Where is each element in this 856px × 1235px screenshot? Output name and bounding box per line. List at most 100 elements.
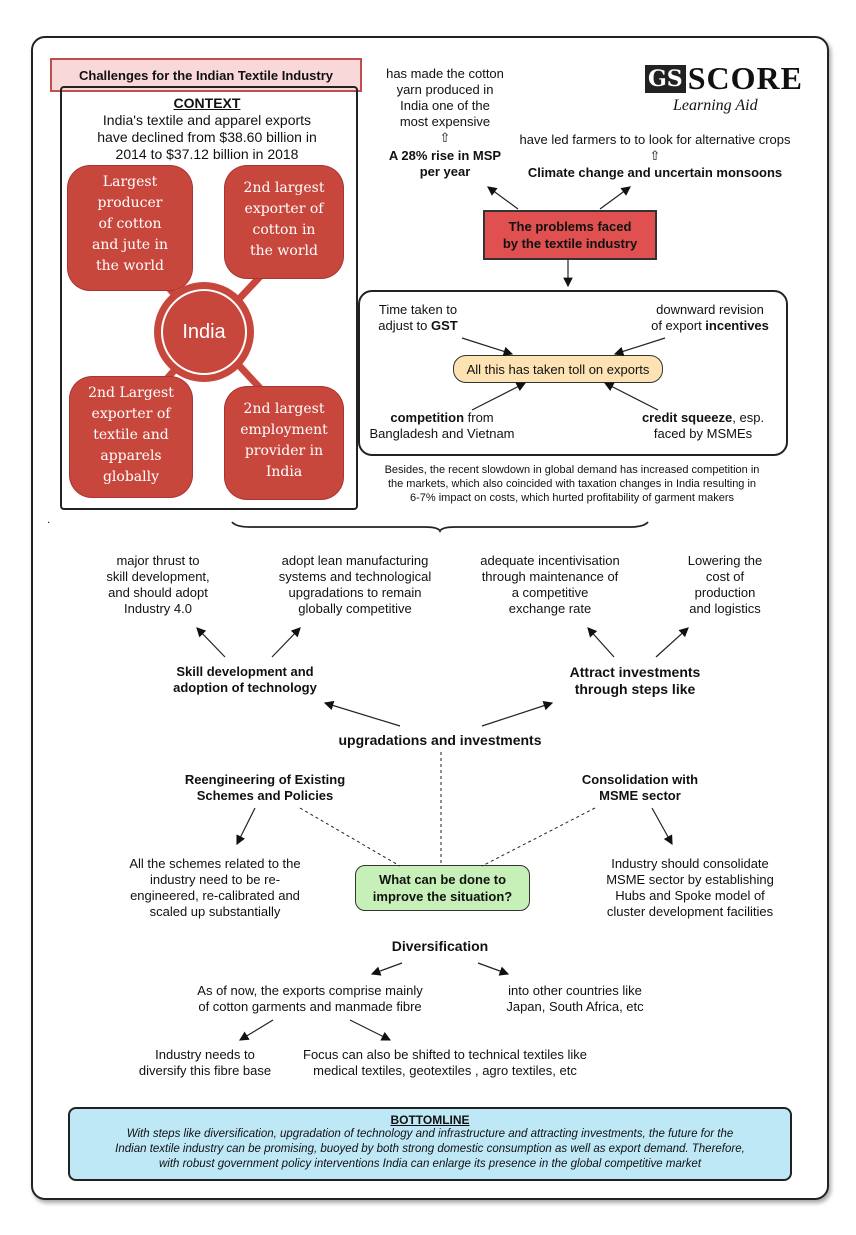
text-line: cost of (705, 569, 745, 584)
climate-cause: Climate change and uncertain monsoons (527, 165, 783, 180)
dashed-link (299, 807, 401, 867)
text-line: industry need to be re- (149, 872, 281, 887)
stray-dot: . (47, 512, 51, 526)
text-line: Focus can also be shifted to technical t… (303, 1047, 587, 1062)
arrow (238, 1019, 274, 1041)
text-line: India one of the (400, 98, 490, 113)
diversification-technical: Focus can also be shifted to technical t… (280, 1047, 610, 1079)
arrow (481, 701, 554, 727)
logo-score: SCORE (687, 60, 803, 96)
text-line: through steps like (574, 681, 696, 697)
text-line: systems and technological (278, 569, 432, 584)
arrow (471, 382, 527, 411)
fact-line: 2nd largest (243, 401, 325, 417)
india-hub: India (154, 282, 254, 382)
text-line: engineered, re-calibrated and (130, 888, 300, 903)
india-label: India (161, 289, 247, 375)
fact-line: and jute in (92, 237, 168, 253)
logo-tagline: Learning Aid (673, 97, 758, 114)
text-line: Japan, South Africa, etc (506, 999, 644, 1014)
arrow (599, 186, 631, 210)
arrow (651, 807, 673, 846)
fact-line: the world (250, 243, 318, 259)
text-line: adopt lean manufacturing (281, 553, 429, 568)
context-line: have declined from $38.60 billion in (97, 129, 317, 145)
fact-textile-exporter: 2nd Largest exporter of textile and appa… (70, 377, 192, 497)
title-text: Challenges for the Indian Textile Indust… (78, 67, 334, 83)
text-line: faced by MSMEs (653, 426, 753, 441)
text-line: As of now, the exports comprise mainly (197, 983, 423, 998)
text-line: MSME sector by establishing (606, 872, 774, 887)
arrow (323, 700, 401, 727)
text-line: most expensive (399, 114, 491, 129)
text-line: globally competitive (298, 601, 412, 616)
up-arrow-icon: ⇧ (649, 148, 661, 163)
gst-bold: GST (431, 318, 458, 333)
msp-effect: has made the cotton yarn produced in Ind… (370, 66, 520, 146)
arrow (603, 382, 659, 411)
fact-line: Largest (102, 174, 158, 190)
fact-line: 2nd largest (243, 180, 325, 196)
context-section: CONTEXT India's textile and apparel expo… (60, 95, 354, 163)
text-line: with robust government policy interventi… (158, 1158, 702, 1170)
diversification-countries: into other countries like Japan, South A… (490, 983, 660, 1015)
fact-line: the world (96, 258, 164, 274)
text-line: by the textile industry (502, 236, 638, 251)
text-line: Besides, the recent slowdown in global d… (384, 464, 760, 476)
arrow (655, 627, 689, 658)
fact-line: provider in (244, 443, 324, 459)
msp-cause: A 28% rise in MSP per year (370, 148, 520, 180)
text-line: downward revision (656, 302, 764, 317)
text-line: Attract investments (569, 664, 701, 680)
diversification-label: Diversification (391, 938, 489, 954)
fact-line: employment (240, 422, 328, 438)
fact-line: exporter of (244, 201, 324, 217)
fact-employment: 2nd largest employment provider in India (225, 387, 343, 499)
skill-point-b: adopt lean manufacturing systems and tec… (262, 553, 448, 617)
skill-title: Skill development and adoption of techno… (150, 664, 340, 696)
fact-line: 2nd Largest (88, 385, 174, 401)
text-line: What can be done to (378, 872, 507, 887)
fact-line: of cotton (98, 216, 162, 232)
fact-cotton-jute: Largest producer of cotton and jute in t… (68, 166, 192, 290)
fact-line: globally (102, 469, 160, 485)
context-line: 2014 to $37.12 billion in 2018 (115, 146, 299, 162)
text-line: Bangladesh and Vietnam (369, 426, 515, 441)
text-line: Industry 4.0 (124, 601, 192, 616)
arrow (349, 1019, 392, 1041)
fact-line: apparels (100, 448, 162, 464)
fact-line: cotton in (252, 222, 316, 238)
gst-factor: Time taken to adjust to GST (362, 302, 474, 334)
context-heading: CONTEXT (173, 95, 241, 111)
credit-bold: credit squeeze (641, 410, 733, 425)
incentives-bold: incentives (705, 318, 769, 333)
bottomline-box: BOTTOMLINE With steps like diversificati… (68, 1107, 792, 1181)
text-line: exchange rate (508, 601, 592, 616)
fact-line: textile and (93, 427, 169, 443)
text-line: MSME sector (599, 788, 681, 803)
context-line: India's textile and apparel exports (102, 112, 312, 128)
fact-line: India (265, 464, 303, 480)
invest-title: Attract investments through steps like (545, 664, 725, 698)
arrow (613, 337, 666, 357)
text-part: , esp. (732, 410, 765, 425)
text-line: Reengineering of Existing (184, 772, 346, 787)
arrow (587, 627, 615, 658)
text-part: from (464, 410, 494, 425)
text-line: Schemes and Policies (196, 788, 334, 803)
text-line: yarn produced in (396, 82, 494, 97)
fact-cotton-exporter: 2nd largest exporter of cotton in the wo… (225, 166, 343, 278)
text-line: medical textiles, geotextiles , agro tex… (313, 1063, 577, 1078)
text-line: through maintenance of (481, 569, 619, 584)
incentives-factor: downward revision of export incentives (640, 302, 780, 334)
besides-note: Besides, the recent slowdown in global d… (360, 463, 784, 505)
gs-score-logo: GS SCORE Learning Aid (645, 60, 803, 115)
fact-line: exporter of (91, 406, 171, 422)
dashed-link (481, 807, 596, 867)
diversification-current: As of now, the exports comprise mainly o… (180, 983, 440, 1015)
context-panel (60, 86, 358, 510)
arrow (370, 962, 403, 976)
fact-line: producer (97, 195, 163, 211)
